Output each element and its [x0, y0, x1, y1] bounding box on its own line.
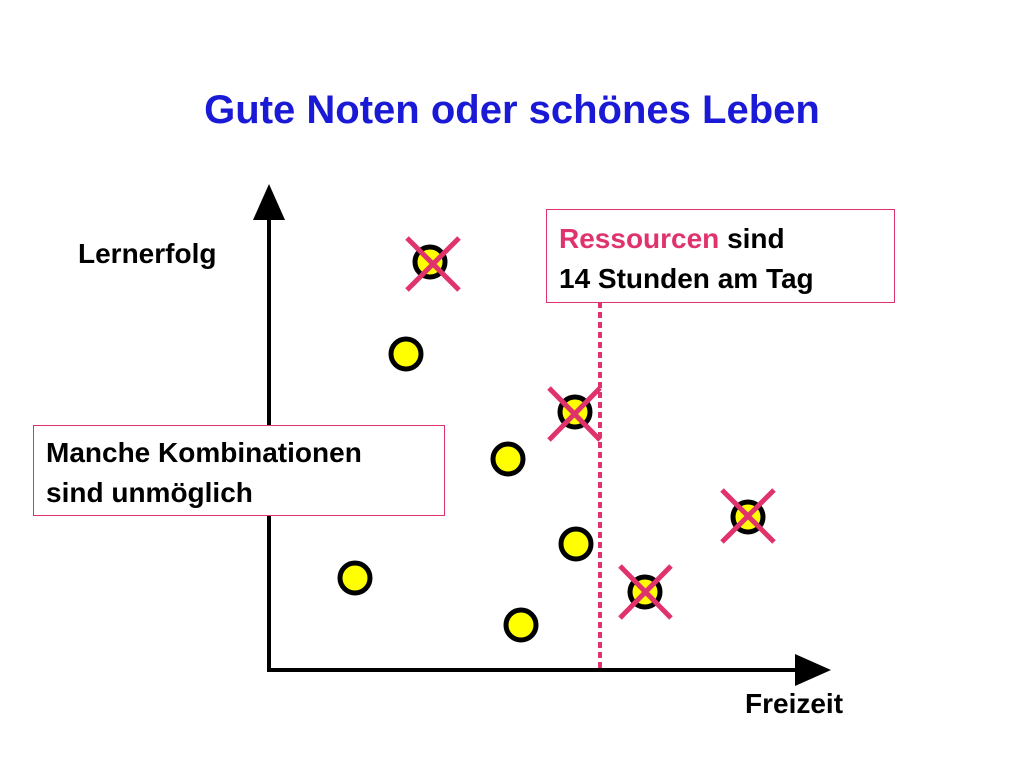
- impossible-note-line2: sind unmöglich: [46, 477, 253, 508]
- point-feasible-5: [503, 607, 539, 643]
- cross-mark: [720, 488, 776, 544]
- cross-mark: [547, 386, 602, 442]
- x-axis-label: Freizeit: [745, 688, 844, 719]
- point-infeasible-4: [618, 564, 673, 620]
- resource-note-box: Ressourcen sind 14 Stunden am Tag: [546, 209, 895, 303]
- point-feasible-1: [388, 336, 424, 372]
- resource-highlight: Ressourcen: [559, 223, 720, 254]
- impossible-note-line1: Manche Kombinationen: [46, 437, 362, 468]
- impossible-note-box: Manche Kombinationen sind unmöglich: [33, 425, 445, 516]
- cross-mark: [618, 564, 673, 620]
- point-infeasible-3: [720, 488, 776, 544]
- point-infeasible-1: [405, 236, 461, 292]
- y-axis-label: Lernerfolg: [78, 238, 217, 269]
- point-infeasible-2: [547, 386, 602, 442]
- resource-rest: sind: [719, 223, 785, 254]
- cross-mark: [405, 236, 461, 292]
- resource-note-line1: Ressourcen sind: [559, 219, 894, 259]
- point-feasible-2: [490, 441, 526, 477]
- resource-note-line2: 14 Stunden am Tag: [559, 263, 814, 294]
- slide-title: Gute Noten oder schönes Leben: [204, 88, 820, 132]
- point-feasible-4: [337, 560, 373, 596]
- point-feasible-3: [558, 526, 594, 562]
